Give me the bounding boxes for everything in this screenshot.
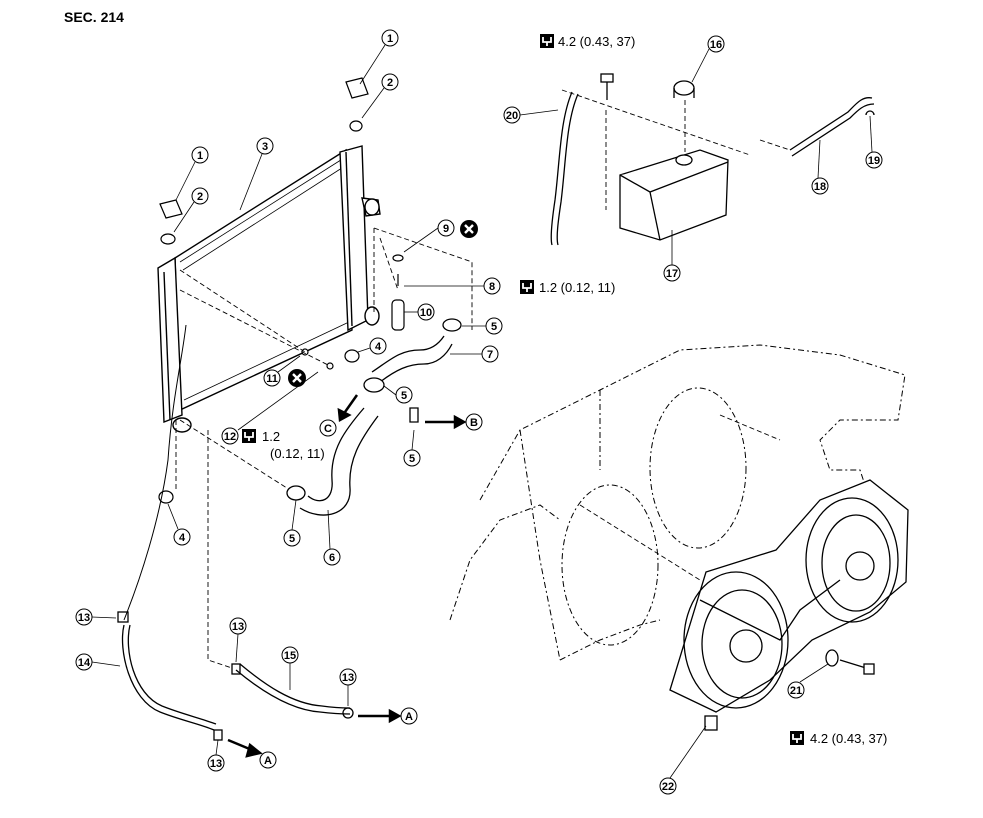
callout-17: 17	[663, 264, 681, 282]
callout-2: 2	[381, 73, 399, 91]
callout-7: 7	[481, 345, 499, 363]
callout-14: 14	[75, 653, 93, 671]
callout-5b: 5	[395, 386, 413, 404]
svg-text:2: 2	[197, 191, 203, 203]
callout-13b: 13	[229, 617, 247, 635]
svg-text:13: 13	[78, 612, 90, 624]
radiator-hoses	[117, 318, 462, 741]
svg-text:C: C	[324, 423, 332, 435]
svg-text:A: A	[405, 711, 413, 723]
callout-6: 6	[323, 548, 341, 566]
svg-text:20: 20	[506, 110, 518, 122]
connection-labels: B C A A	[259, 413, 483, 769]
callout-15: 15	[281, 646, 299, 664]
callout-13d: 13	[207, 754, 225, 772]
svg-text:22: 22	[662, 781, 674, 793]
callout-13c: 13	[339, 668, 357, 686]
callout-12: 12	[221, 427, 239, 445]
leader-lines	[175, 89, 791, 669]
connection-a: A	[400, 707, 418, 725]
callout-1: 1	[381, 29, 399, 47]
cooling-fan-assembly	[669, 479, 909, 731]
svg-text:1.2 (0.12, 11): 1.2 (0.12, 11)	[539, 280, 615, 295]
callout-10: 10	[417, 303, 435, 321]
connection-a-2: A	[259, 751, 277, 769]
svg-text:13: 13	[342, 672, 354, 684]
svg-text:B: B	[470, 417, 478, 429]
svg-text:4: 4	[375, 341, 382, 353]
svg-text:21: 21	[790, 685, 802, 697]
torque-spec-fan: 4.2 (0.43, 37)	[789, 730, 887, 746]
svg-text:12: 12	[224, 431, 236, 443]
svg-text:3: 3	[262, 141, 268, 153]
connection-arrows	[227, 394, 467, 758]
svg-text:11: 11	[266, 373, 278, 385]
svg-text:4: 4	[179, 532, 186, 544]
torque-wrench-icon	[241, 428, 257, 444]
callouts: 1 2 3 1 2 4 4 5 5 5 5 6 7 8 9 10 11 12 1…	[75, 29, 883, 795]
radiator	[157, 145, 381, 433]
svg-text:18: 18	[814, 181, 826, 193]
callout-16: 16	[707, 35, 725, 53]
upper-mount-insulators	[158, 77, 369, 504]
torque-wrench-icon	[539, 33, 555, 49]
svg-text:13: 13	[232, 621, 244, 633]
callout-3: 3	[256, 137, 274, 155]
callout-18: 18	[811, 177, 829, 195]
callout-8: 8	[483, 277, 501, 295]
callout-9: 9	[437, 219, 455, 237]
svg-text:4.2 (0.43, 37): 4.2 (0.43, 37)	[810, 731, 887, 746]
torque-spec-air-bleed: 1.2 (0.12, 11)	[241, 428, 325, 461]
svg-text:6: 6	[329, 552, 335, 564]
callout-19: 19	[865, 151, 883, 169]
svg-text:16: 16	[710, 39, 722, 51]
svg-text:7: 7	[487, 349, 493, 361]
svg-text:5: 5	[409, 453, 415, 465]
svg-text:1: 1	[387, 33, 393, 45]
connection-b: B	[465, 413, 483, 431]
callout-22: 22	[659, 777, 677, 795]
reservoir-tank	[550, 73, 875, 246]
svg-text:15: 15	[284, 650, 296, 662]
svg-text:(0.12, 11): (0.12, 11)	[270, 446, 325, 461]
callout-21: 21	[787, 681, 805, 699]
svg-text:1: 1	[197, 150, 203, 162]
callout-1b: 1	[191, 146, 209, 164]
svg-text:13: 13	[210, 758, 222, 770]
svg-text:A: A	[264, 755, 272, 767]
svg-text:5: 5	[491, 321, 497, 333]
section-code: SEC. 214	[64, 9, 124, 25]
callout-5c: 5	[403, 449, 421, 467]
svg-text:14: 14	[78, 657, 91, 669]
callout-11: 11	[263, 369, 281, 387]
torque-spec-reservoir: 4.2 (0.43, 37)	[539, 33, 635, 49]
callout-20: 20	[503, 106, 521, 124]
torque-wrench-icon	[519, 279, 535, 295]
svg-text:19: 19	[868, 155, 880, 167]
callout-13: 13	[75, 608, 93, 626]
callout-5: 5	[485, 317, 503, 335]
callout-4b: 4	[173, 528, 191, 546]
svg-text:4.2 (0.43, 37): 4.2 (0.43, 37)	[558, 34, 635, 49]
callout-5d: 5	[283, 529, 301, 547]
svg-text:5: 5	[289, 533, 295, 545]
svg-text:8: 8	[489, 281, 495, 293]
svg-text:17: 17	[666, 268, 678, 280]
svg-text:1.2: 1.2	[262, 429, 280, 444]
core-support	[449, 344, 906, 661]
callout-2b: 2	[191, 187, 209, 205]
svg-text:2: 2	[387, 77, 393, 89]
callout-4: 4	[369, 337, 387, 355]
torque-wrench-icon	[789, 730, 805, 746]
svg-text:5: 5	[401, 390, 407, 402]
svg-text:9: 9	[443, 223, 449, 235]
svg-text:10: 10	[420, 307, 432, 319]
connection-c: C	[319, 419, 337, 437]
torque-spec-drain-plug: 1.2 (0.12, 11)	[519, 279, 615, 295]
